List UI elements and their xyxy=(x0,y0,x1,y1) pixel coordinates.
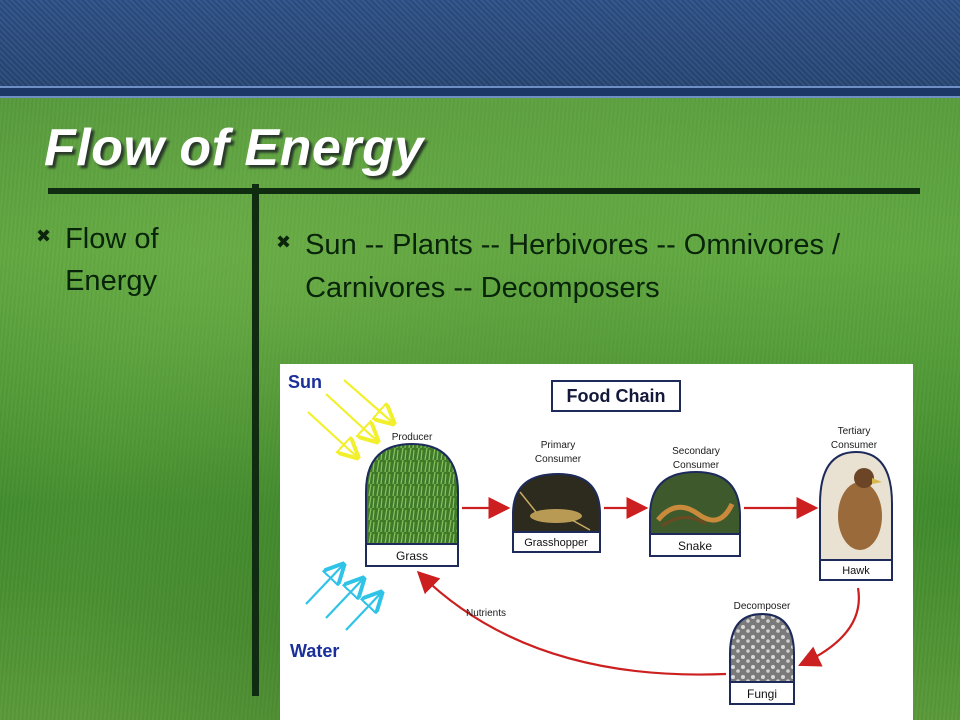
fungi-name: Fungi xyxy=(747,687,777,701)
slide-title: Flow of Energy xyxy=(44,119,424,177)
snake-name: Snake xyxy=(678,539,712,553)
hawk-node: Hawk xyxy=(819,450,893,581)
secondary-consumer-label-1: Secondary xyxy=(672,446,720,457)
nutrients-label: Nutrients xyxy=(466,608,506,619)
header-band xyxy=(0,0,960,86)
grasshopper-node: Grasshopper xyxy=(512,472,601,553)
decomposer-label: Decomposer xyxy=(734,601,791,612)
snake-node: Snake xyxy=(649,470,741,557)
sun-label: Sun xyxy=(288,372,322,392)
grass-node: Grass xyxy=(365,442,459,567)
right-bullet: ✖ Sun -- Plants -- Herbivores -- Omnivor… xyxy=(276,224,885,310)
fungi-node: Fungi xyxy=(729,612,795,705)
water-arrows-icon xyxy=(305,566,380,631)
food-chain-diagram: Sun Water Food Chain Producer Primary Co… xyxy=(280,364,913,720)
column-divider xyxy=(252,184,259,696)
grass-name: Grass xyxy=(396,549,428,563)
primary-consumer-label-2: Consumer xyxy=(535,454,582,465)
water-label: Water xyxy=(290,641,339,661)
producer-label: Producer xyxy=(392,432,433,443)
title-divider xyxy=(48,188,920,194)
primary-consumer-label-1: Primary xyxy=(541,440,575,451)
energy-flow-arrows xyxy=(416,497,860,676)
sun-rays-icon xyxy=(307,379,392,456)
grasshopper-name: Grasshopper xyxy=(524,537,588,549)
tertiary-consumer-label-2: Consumer xyxy=(831,440,878,451)
right-bullet-text: Sun -- Plants -- Herbivores -- Omnivores… xyxy=(305,229,841,304)
left-bullet-text: Flow of Energy xyxy=(65,223,159,297)
cross-bullet-icon: ✖ xyxy=(276,232,292,252)
hawk-name: Hawk xyxy=(842,565,870,577)
cross-bullet-icon: ✖ xyxy=(36,226,52,246)
left-bullet: ✖ Flow of Energy xyxy=(36,218,215,302)
tertiary-consumer-label-1: Tertiary xyxy=(838,426,871,437)
food-chain-title: Food Chain xyxy=(567,386,666,406)
secondary-consumer-label-2: Consumer xyxy=(673,460,720,471)
header-rule xyxy=(0,86,960,98)
